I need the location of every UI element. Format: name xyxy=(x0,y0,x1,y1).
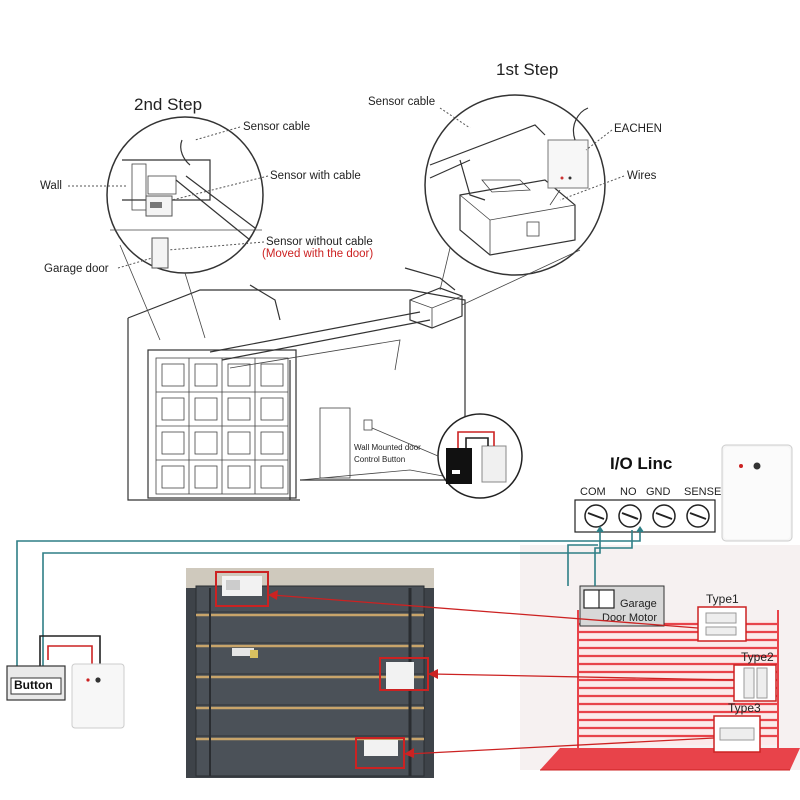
moved-with-door-label: (Moved with the door) xyxy=(262,248,373,260)
opener-unit xyxy=(249,267,463,329)
terminal-sense-label: SENSE xyxy=(684,486,721,498)
wiring xyxy=(16,526,644,666)
wall-button-zoom: Wall Mounted door Control Button xyxy=(354,413,523,499)
io-linc-title: I/O Linc xyxy=(610,454,672,473)
terminal-screw-no xyxy=(618,504,642,528)
sensor-type2: Type2 xyxy=(733,650,777,702)
sensor-without-cable-label: Sensor without cable xyxy=(266,236,373,248)
eachen-label: EACHEN xyxy=(614,123,662,135)
type1-label: Type1 xyxy=(706,592,739,606)
terminal-screw-sense xyxy=(686,504,710,528)
terminal-com-label: COM xyxy=(580,486,606,498)
button-label: Button xyxy=(14,678,53,692)
garage-door-label: Garage door xyxy=(44,263,109,275)
wall-button-label-2: Control Button xyxy=(354,455,405,464)
photo-highlight-type1 xyxy=(215,571,269,607)
step1-zoom: 1st Step Sensor cable EACHEN Wires xyxy=(368,60,662,306)
type2-label: Type2 xyxy=(741,650,774,664)
sensor-arrows xyxy=(268,590,735,758)
step2-zoom: 2nd Step Sensor cable Wall Sensor with c… xyxy=(40,95,373,341)
photo-highlight-type3 xyxy=(355,737,405,769)
sensor-type3: Type3 xyxy=(713,701,761,753)
terminal-no-label: NO xyxy=(620,486,637,498)
sensor-without-cable-sketch xyxy=(151,237,169,269)
io-linc: I/O Linc COM NO GND SENSE xyxy=(574,454,721,533)
sensor-cable-label-step2: Sensor cable xyxy=(243,121,310,133)
button-sensor-device xyxy=(71,663,125,729)
step2-title: 2nd Step xyxy=(134,95,202,114)
terminal-gnd-label: GND xyxy=(646,486,671,498)
button-box: Button xyxy=(6,665,66,701)
terminal-screw-gnd xyxy=(652,504,676,528)
io-linc-device xyxy=(721,444,793,542)
garage-sketch xyxy=(127,267,466,501)
terminal-screw-com xyxy=(584,504,608,528)
motor-label-1: Garage xyxy=(620,598,657,610)
wires-label: Wires xyxy=(627,170,657,182)
type3-label: Type3 xyxy=(728,701,761,715)
sensor-with-cable-label: Sensor with cable xyxy=(270,170,361,182)
garage-door-photo xyxy=(186,568,434,778)
eachen-device-sketch xyxy=(547,139,589,189)
wall-button-label-1: Wall Mounted door xyxy=(354,443,421,452)
step1-title: 1st Step xyxy=(496,60,558,79)
sensor-cable-label-step1: Sensor cable xyxy=(368,96,435,108)
sensor-type1: Type1 xyxy=(697,592,747,642)
wall-label: Wall xyxy=(40,180,62,192)
